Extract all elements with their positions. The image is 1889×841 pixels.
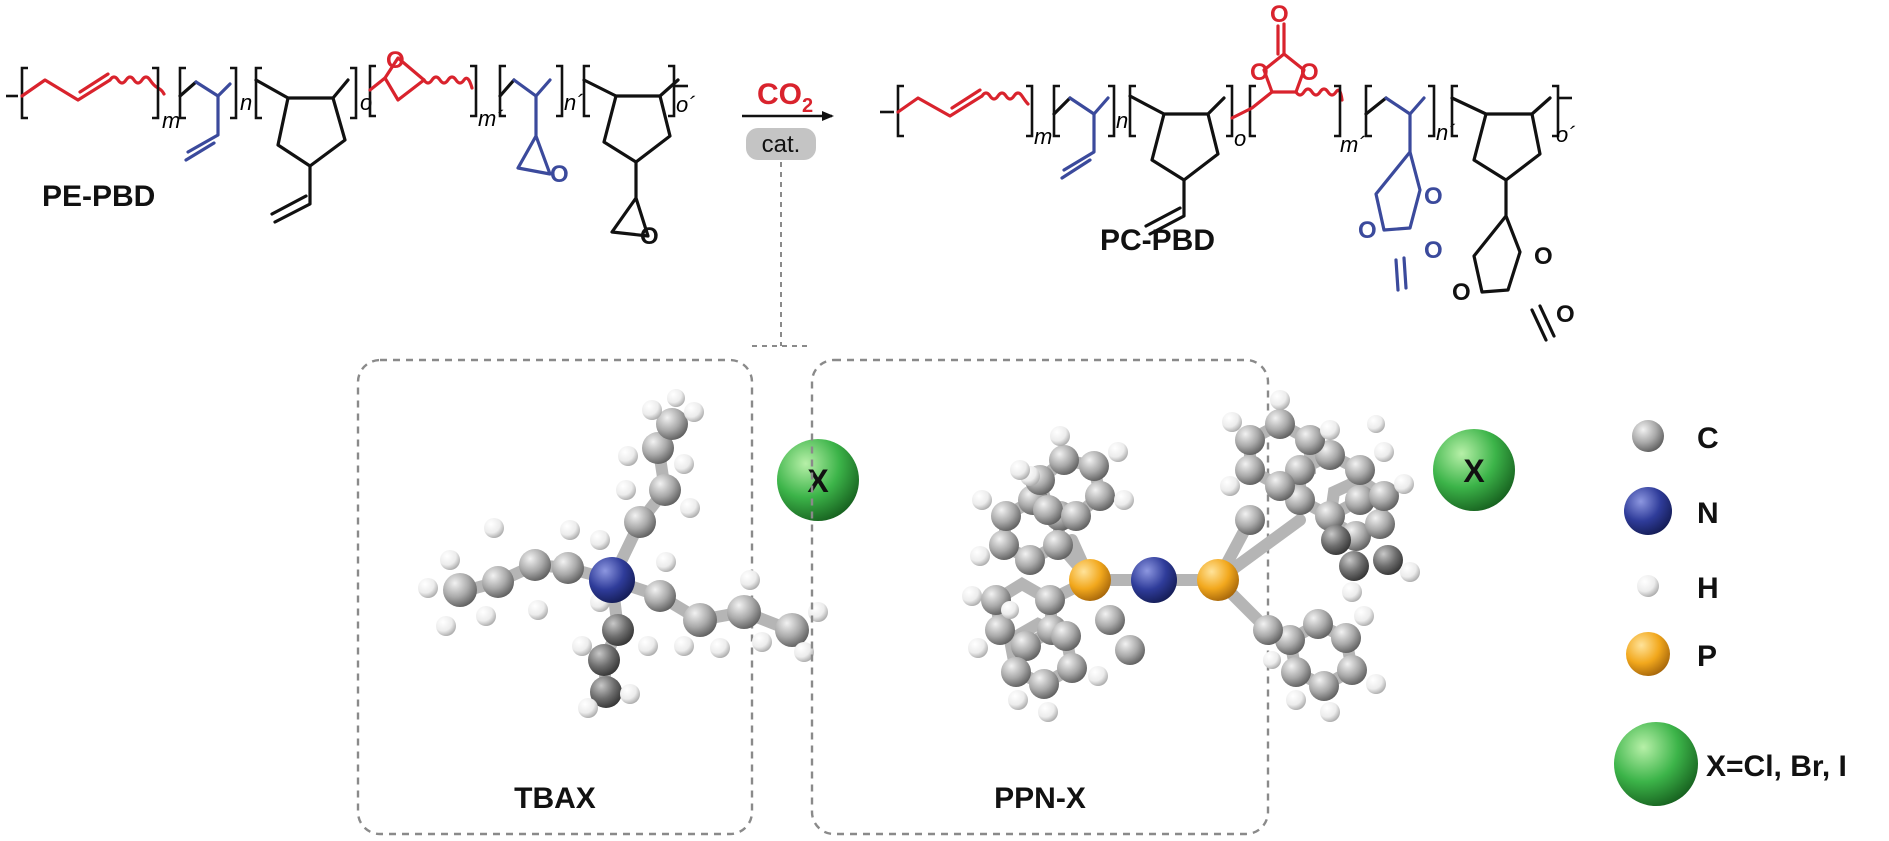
svg-text:O: O bbox=[1270, 1, 1289, 28]
catalyst-label: cat. bbox=[762, 131, 801, 158]
reactant-structure: m n o O m´ O n´ O o´ bbox=[6, 47, 696, 250]
tbax-label: TBAX bbox=[514, 782, 596, 815]
tbax-box bbox=[356, 358, 754, 836]
product-structure: m n o O O O m´ O O O bbox=[880, 1, 1576, 342]
svg-text:m: m bbox=[162, 108, 180, 133]
product-label: PC-PBD bbox=[1100, 224, 1215, 257]
hydrogen-atom-icon bbox=[1637, 575, 1659, 597]
svg-text:n: n bbox=[1116, 108, 1128, 133]
svg-text:N: N bbox=[1697, 497, 1719, 530]
tbax-counter-ion-label: X bbox=[807, 463, 829, 499]
svg-text:o´: o´ bbox=[676, 92, 696, 117]
carbon-atom-icon bbox=[1632, 420, 1664, 452]
phosphorus-atom-icon bbox=[1626, 632, 1670, 676]
svg-text:O: O bbox=[1452, 279, 1471, 306]
svg-text:O: O bbox=[1424, 183, 1443, 210]
halide-atom-icon bbox=[1614, 722, 1698, 806]
legend-item-carbon: C bbox=[1632, 420, 1719, 455]
svg-text:n: n bbox=[240, 90, 252, 115]
nitrogen-atom-icon bbox=[1624, 487, 1672, 535]
svg-text:X=Cl, Br, I: X=Cl, Br, I bbox=[1706, 750, 1847, 783]
svg-text:O: O bbox=[386, 47, 405, 74]
svg-text:O: O bbox=[1556, 301, 1575, 328]
svg-text:m: m bbox=[1034, 124, 1052, 149]
svg-text:m´: m´ bbox=[1340, 132, 1366, 157]
svg-text:H: H bbox=[1697, 572, 1719, 605]
svg-text:O: O bbox=[1358, 217, 1377, 244]
svg-text:O: O bbox=[640, 223, 659, 250]
svg-text:o: o bbox=[1234, 126, 1246, 151]
tbax-counter-ion bbox=[777, 439, 859, 521]
svg-text:n´: n´ bbox=[1436, 120, 1456, 145]
svg-text:O: O bbox=[1300, 59, 1319, 86]
svg-text:O: O bbox=[550, 161, 569, 188]
catalyst-pill bbox=[746, 128, 816, 160]
legend-item-hydrogen: H bbox=[1637, 572, 1719, 605]
atom-legend: C N H P X=Cl, Br, I bbox=[1614, 420, 1847, 806]
reagent-co2: CO2 bbox=[757, 78, 813, 117]
legend-item-nitrogen: N bbox=[1624, 487, 1719, 535]
legend-item-phosphorus: P bbox=[1626, 632, 1717, 676]
reaction-arrow: CO2 cat. bbox=[742, 78, 834, 347]
svg-text:O: O bbox=[1534, 243, 1553, 270]
svg-text:C: C bbox=[1697, 422, 1719, 455]
ppnx-counter-ion-label: X bbox=[1463, 453, 1485, 489]
svg-text:o´: o´ bbox=[1556, 122, 1576, 147]
ppnx-label: PPN-X bbox=[994, 782, 1086, 815]
ppnx-counter-ion bbox=[1433, 429, 1515, 511]
svg-text:n´: n´ bbox=[564, 90, 584, 115]
svg-text:O: O bbox=[1250, 59, 1269, 86]
ppnx-molecule bbox=[962, 390, 1420, 722]
tbax-molecule bbox=[418, 389, 828, 718]
legend-item-halide: X=Cl, Br, I bbox=[1614, 722, 1847, 806]
svg-text:O: O bbox=[1424, 237, 1443, 264]
reactant-label: PE-PBD bbox=[42, 180, 155, 213]
svg-text:P: P bbox=[1697, 640, 1717, 673]
